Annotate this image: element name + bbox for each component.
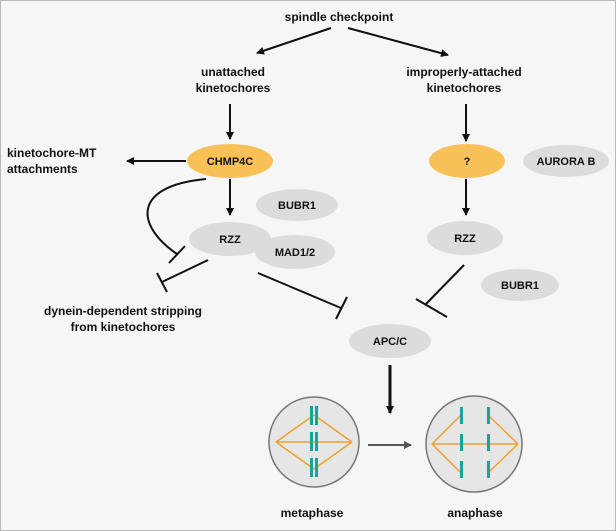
unknown-node bbox=[429, 144, 505, 178]
rzz-left-node bbox=[189, 222, 271, 256]
chmp4c-inhibition-bar bbox=[168, 245, 186, 264]
stripping-label-line1: dynein-dependent stripping bbox=[44, 304, 202, 318]
improperly-attached-label-line1: improperly-attached bbox=[406, 65, 521, 79]
rzz-left-label: RZZ bbox=[219, 234, 241, 246]
apcc-label: APC/C bbox=[373, 336, 407, 348]
aurora-b-label: AURORA B bbox=[537, 156, 596, 168]
arrow-to-unattached bbox=[256, 27, 332, 55]
rzz-to-stripping-line bbox=[161, 259, 209, 283]
kmt-label-line1: kinetochore-MT bbox=[7, 146, 97, 160]
stripping-label-line2: from kinetochores bbox=[71, 320, 176, 334]
anaphase-cell bbox=[425, 395, 523, 493]
anaphase-label: anaphase bbox=[447, 506, 503, 520]
chmp4c-inhibition-curve bbox=[146, 178, 207, 255]
bubr1-left-label: BUBR1 bbox=[278, 200, 316, 212]
metaphase-label: metaphase bbox=[281, 506, 344, 520]
unknown-label: ? bbox=[464, 156, 471, 168]
chmp4c-label: CHMP4C bbox=[207, 156, 254, 168]
rzz-right-label: RZZ bbox=[454, 233, 476, 245]
apcc-node bbox=[349, 324, 431, 358]
metaphase-cell bbox=[268, 396, 360, 488]
unattached-label-line1: unattached bbox=[201, 65, 265, 79]
kmt-label-line2: attachments bbox=[7, 162, 78, 176]
right-inhibition-line bbox=[424, 264, 465, 306]
rzz-to-stripping-bar bbox=[156, 272, 168, 293]
unattached-label-line2: kinetochores bbox=[196, 81, 271, 95]
arrow-to-improperly-attached bbox=[347, 27, 449, 58]
rzz-right-node bbox=[427, 221, 503, 255]
bubr1-right-label: BUBR1 bbox=[501, 280, 539, 292]
mad12-label: MAD1/2 bbox=[275, 247, 315, 259]
left-inhibition-line bbox=[257, 272, 342, 309]
bubr1-left-node bbox=[256, 189, 338, 221]
right-inhibition-bar bbox=[415, 298, 448, 318]
improperly-attached-label-line2: kinetochores bbox=[427, 81, 502, 95]
mad12-node bbox=[255, 235, 335, 269]
aurora-b-node bbox=[523, 145, 609, 177]
spindle-checkpoint-label: spindle checkpoint bbox=[285, 10, 394, 24]
chmp4c-node bbox=[187, 144, 273, 178]
bubr1-right-node bbox=[481, 269, 559, 301]
left-inhibition-bar bbox=[335, 296, 348, 320]
